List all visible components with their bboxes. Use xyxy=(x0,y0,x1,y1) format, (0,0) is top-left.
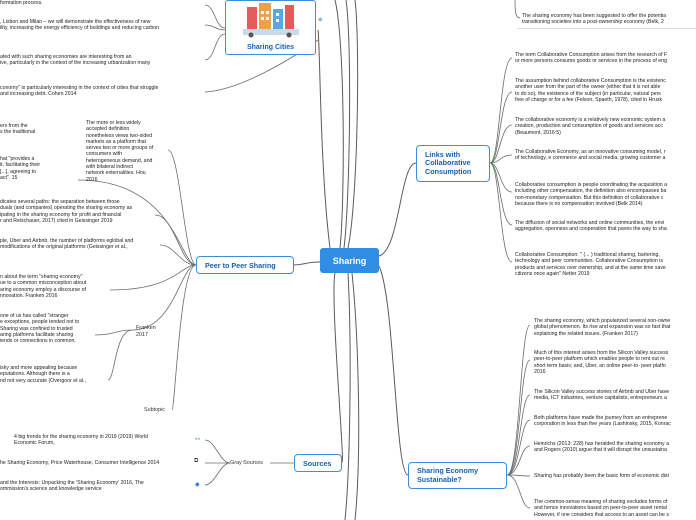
links-note-2: The assumption behind collaborative Cons… xyxy=(515,78,666,103)
globe-icon[interactable]: ◈ xyxy=(318,17,323,23)
links-note-4: The Collaborative Economy, as an innovat… xyxy=(515,149,666,162)
sharing-cities-image-node[interactable]: Sharing Cities xyxy=(225,0,316,55)
left-note-2: , Lisbon and Milan – we will demonstrate… xyxy=(0,19,159,32)
sustainable-note-3: The Silicon Valley success stories of Ai… xyxy=(534,389,670,402)
p2p-note-1: ers from the s the traditional xyxy=(0,123,36,136)
sustainable-note-1: The sharing economy, which popularized s… xyxy=(534,318,671,337)
branch-sharing-economy-sustainable[interactable]: Sharing Economy Sustainable? xyxy=(408,462,507,489)
p2p-note-5: n about the term "sharing economy" ue to… xyxy=(0,274,87,299)
sustainable-note-7: The common-sense meaning of sharing excl… xyxy=(534,499,669,518)
branch-links-collaborative-consumption[interactable]: Links with Collaborative Consumption xyxy=(416,145,490,182)
source-wef-2019[interactable]: 4 big trends for the sharing economy in … xyxy=(14,434,148,447)
links-note-6: The diffusion of social networks and onl… xyxy=(515,220,667,233)
link-icon[interactable]: ⚯ xyxy=(195,437,201,443)
note-underline xyxy=(518,28,696,29)
p2p-note-7: isky and more appealing because eputatio… xyxy=(0,365,86,384)
links-note-7: Collaborative Consumption: " (... ) trad… xyxy=(515,252,666,277)
left-note-4: conomy" is particularly interesting in t… xyxy=(0,85,159,98)
post-ownership-note: The sharing economy has been suggested t… xyxy=(522,13,667,26)
sustainable-note-4: Both platforms have made the journey fro… xyxy=(534,415,671,428)
links-note-5: Collaborative consumption is people coor… xyxy=(515,182,667,207)
links-note-3: The collaborative economy is a relativel… xyxy=(515,117,666,136)
city-illustration xyxy=(243,3,299,38)
links-note-1: The term Collaborative Consumption arise… xyxy=(515,52,668,65)
p2p-note-2: hat "provides a it, facilitating their [… xyxy=(0,156,41,181)
sustainable-note-6: Sharing has probably been the basic form… xyxy=(534,473,669,479)
p2p-note-4: ple, Uber and Airbnb, the number of plat… xyxy=(0,238,134,251)
sustainable-note-2: Much of this interest arises from the Si… xyxy=(534,350,669,375)
central-topic-sharing[interactable]: Sharing xyxy=(320,248,379,273)
branch-sources[interactable]: Sources xyxy=(294,454,342,472)
two-sided-markets-note: The more or less widely accepted definit… xyxy=(86,120,154,183)
source-pwc-2014[interactable]: he Sharing Economy, Price Waterhouse, Co… xyxy=(0,460,160,466)
dropbox-icon[interactable]: ◆ xyxy=(195,482,200,488)
franken-2017-label[interactable]: Franken 2017 xyxy=(136,325,156,338)
branch-peer-to-peer[interactable]: Peer to Peer Sharing xyxy=(196,256,294,274)
subtopic-label[interactable]: Subtopic xyxy=(144,407,165,413)
source-jrc-2016[interactable]: and the Interests: Unpacking the 'Sharin… xyxy=(0,480,144,493)
gray-sources-label[interactable]: Gray Sources xyxy=(230,460,263,466)
p2p-note-6: one of us has called "stranger e excepti… xyxy=(0,313,80,345)
sharing-cities-label: Sharing Cities xyxy=(246,44,295,51)
sustainable-note-5: Heinrichs (2013: 228) has heralded the s… xyxy=(534,441,669,454)
left-note-3: ated with such sharing economies are int… xyxy=(0,54,151,67)
left-note-1: formation process. xyxy=(0,0,43,6)
external-link-icon[interactable]: ⧉ xyxy=(194,458,199,464)
p2p-note-3: dicates several paths: the separation be… xyxy=(0,199,133,224)
